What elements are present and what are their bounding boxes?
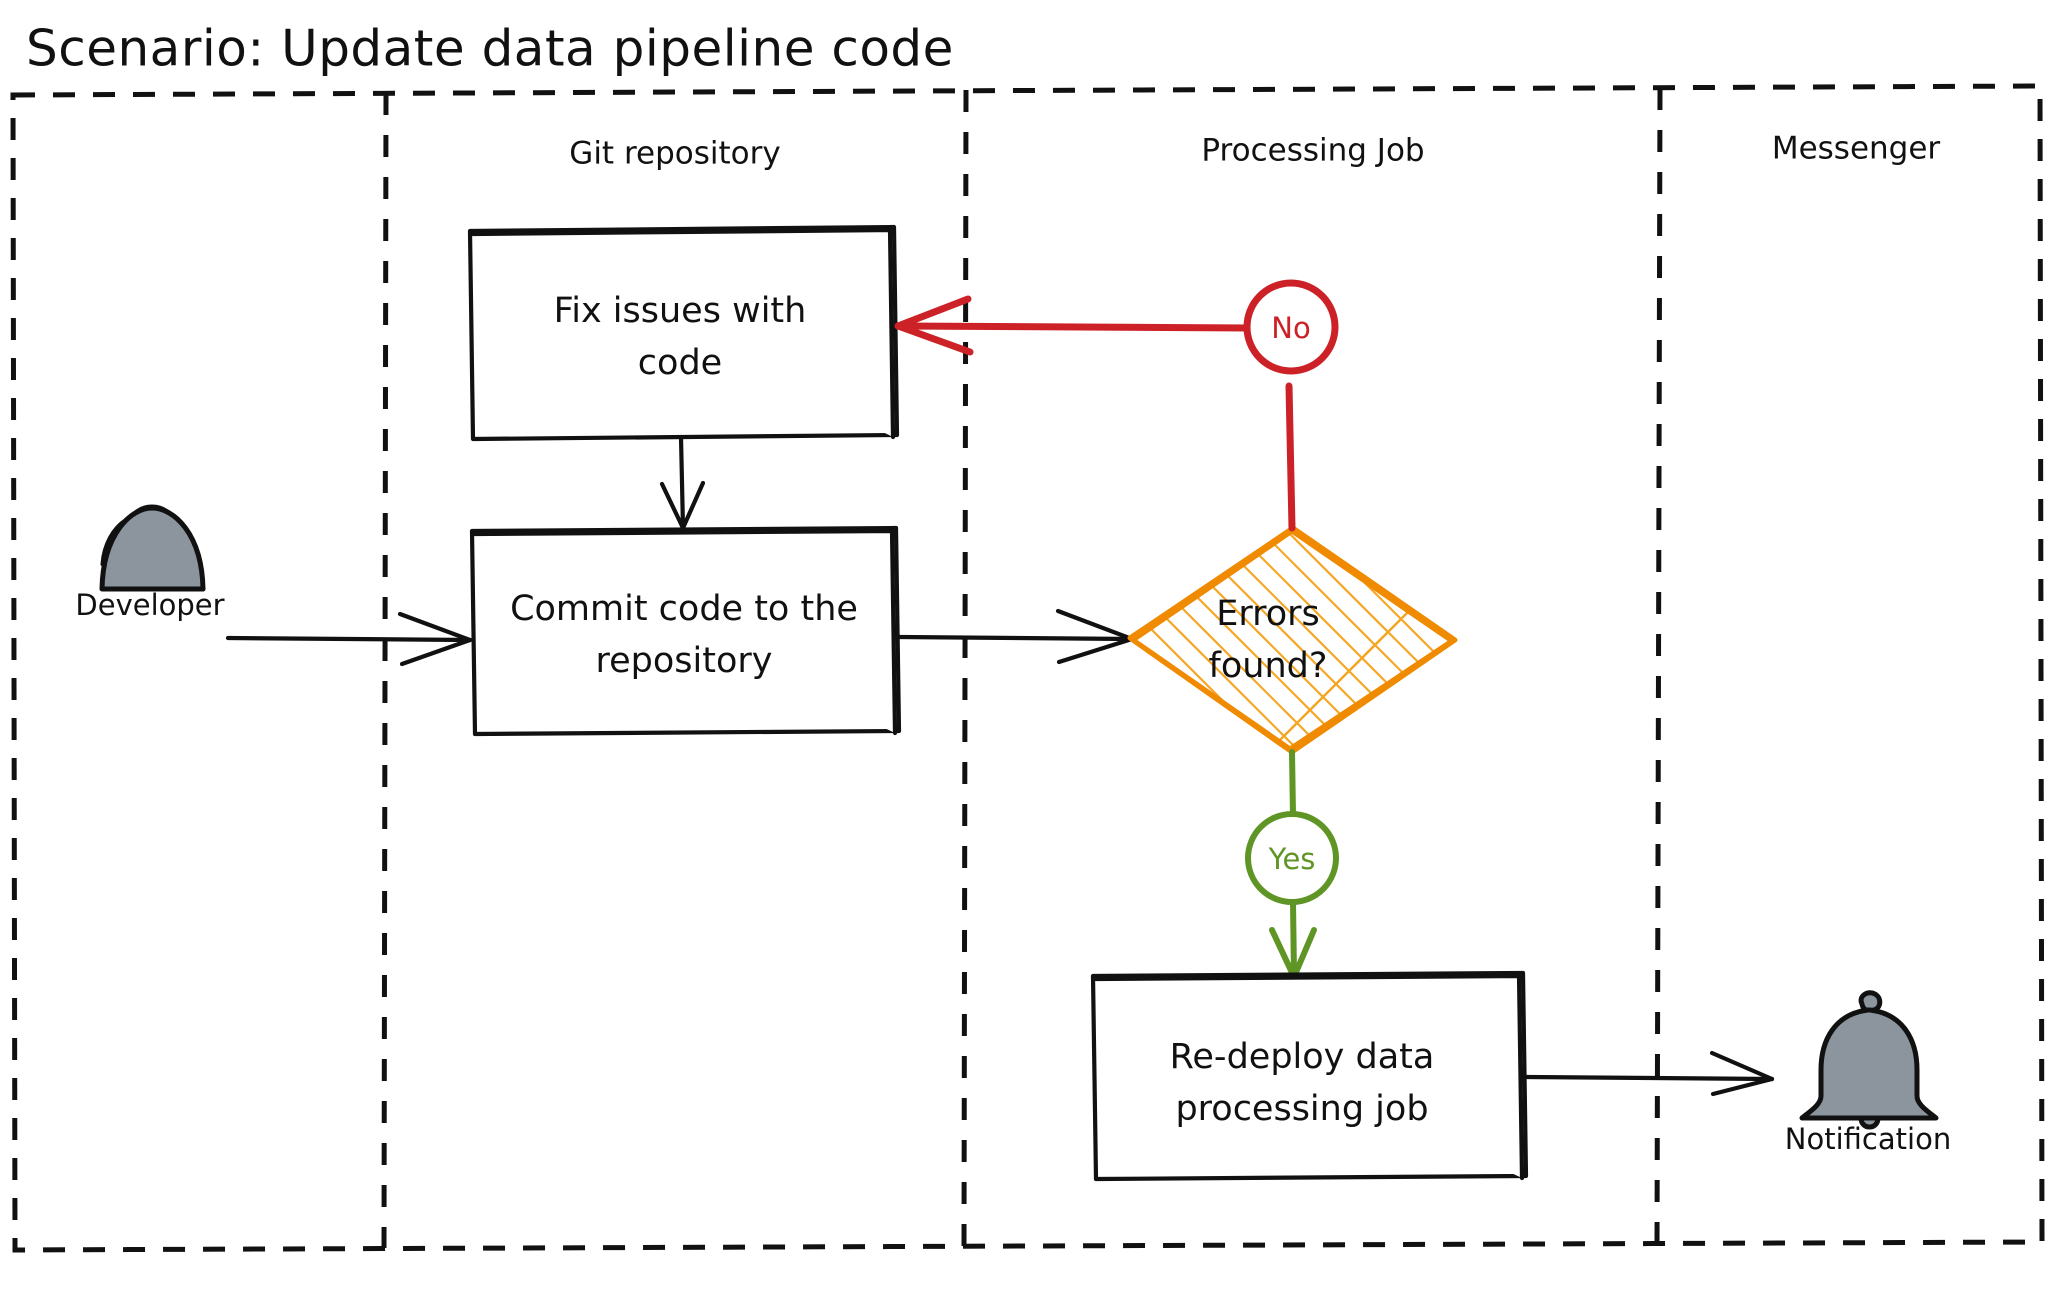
actor-body-dome: [99, 505, 206, 592]
lane-title-messenger: Messenger: [1772, 131, 1941, 167]
node-box-sketch-overlay: [1093, 973, 1525, 1181]
edge-redeploy-to-notification: [1523, 1050, 1775, 1097]
decision-hatch-fill: [1130, 528, 1455, 752]
node-label-line-1: Commit code to the: [510, 589, 858, 629]
edge-fix-issues-to-commit: [659, 434, 706, 531]
bell-clapper-icon: [1858, 1115, 1881, 1130]
node-commit-code-to-the-repository[interactable]: Commit code to the repository: [469, 525, 902, 737]
diagram-title: Scenario: Update data pipeline code: [26, 20, 954, 78]
edge-label-yes: Yes: [1268, 842, 1316, 876]
no-branch-circle: [1243, 279, 1339, 375]
node-redeploy-data-processing-job[interactable]: Re-deploy data processing job: [1090, 970, 1529, 1182]
bell-icon: [1799, 1007, 1939, 1121]
decision-label-line-2: found?: [1209, 646, 1328, 686]
node-box-sketch-overlay: [470, 227, 896, 440]
edge-label-no: No: [1271, 311, 1310, 345]
node-fix-issues-with-code[interactable]: Fix issues with code: [467, 224, 900, 442]
node-errors-found-decision[interactable]: Errors found?: [1021, 200, 1820, 999]
node-label-line-2: repository: [596, 641, 773, 681]
swimlane-frame: [10, 83, 2045, 1253]
edge-yes-branch-to-redeploy: Yes: [1245, 749, 1339, 980]
decision-diamond-sketch-overlay: [1130, 528, 1455, 752]
node-label-line-2: code: [638, 343, 722, 383]
edge-commit-to-errors-found: [896, 608, 1135, 665]
node-box-sketch-overlay: [472, 528, 898, 736]
node-label-line-1: Re-deploy data: [1170, 1037, 1435, 1077]
yes-branch-circle: [1245, 811, 1339, 905]
node-label-line-2: processing job: [1175, 1089, 1428, 1129]
decision-label-line-1: Errors: [1216, 594, 1320, 634]
lane-title-git-repository: Git repository: [569, 136, 780, 172]
lane-divider-3: [1654, 87, 1663, 1245]
lane-title-processing-job: Processing Job: [1201, 133, 1424, 169]
lane-divider-2: [961, 89, 969, 1247]
node-label-line-1: Fix issues with: [554, 291, 807, 331]
node-developer[interactable]: Developer: [75, 504, 225, 622]
edge-developer-to-commit: [225, 611, 473, 667]
edge-no-branch-to-fix-issues: No: [894, 279, 1339, 532]
event-label-notification: Notification: [1785, 1122, 1951, 1156]
lane-divider-1: [381, 92, 389, 1249]
node-notification[interactable]: Notification: [1785, 990, 1951, 1156]
actor-label-developer: Developer: [75, 588, 224, 622]
